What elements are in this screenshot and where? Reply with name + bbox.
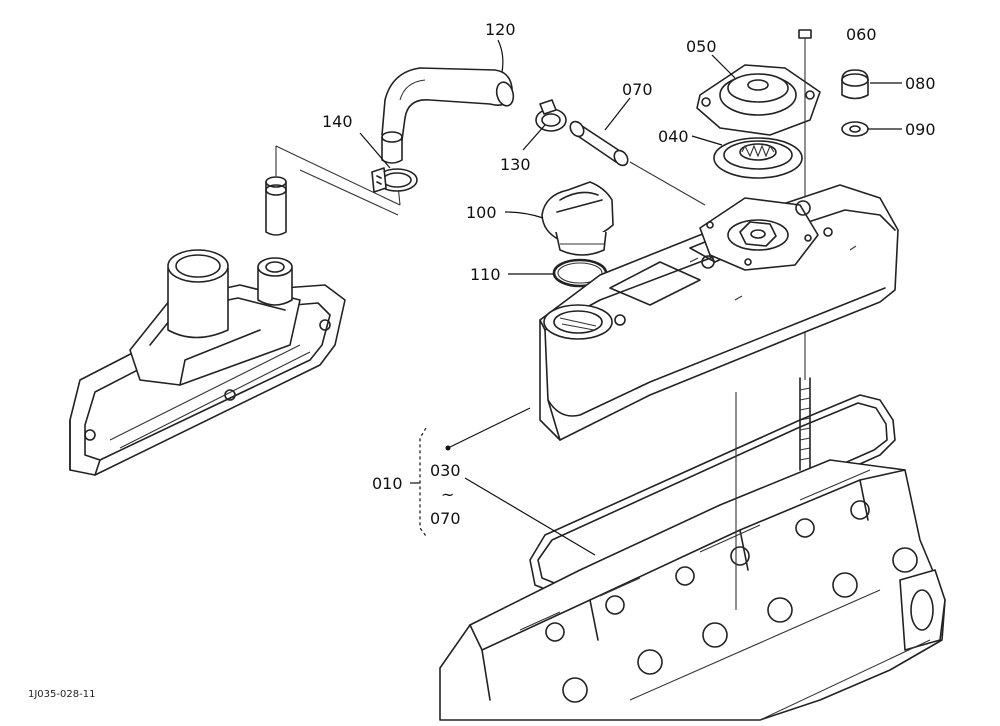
- label-120: 120: [485, 20, 516, 39]
- part-080-cap-nut: [841, 69, 869, 100]
- breather-tube-short: [265, 146, 287, 236]
- label-range-tilde: ~: [441, 485, 454, 504]
- cylinder-head-cover: [539, 184, 899, 441]
- label-070-range: 070: [430, 509, 461, 528]
- label-130: 130: [500, 155, 531, 174]
- label-090: 090: [905, 120, 936, 139]
- intake-manifold-drawing: [69, 249, 346, 476]
- part-100-filler-cap: [541, 181, 614, 256]
- label-070: 070: [622, 80, 653, 99]
- part-130-clamp: [535, 99, 567, 132]
- leader-lines: [359, 39, 902, 556]
- label-050: 050: [686, 37, 717, 56]
- label-140: 140: [322, 112, 353, 131]
- label-100: 100: [466, 203, 497, 222]
- reference-dot: [445, 445, 451, 451]
- cylinder-head-block: [439, 459, 946, 721]
- label-110: 110: [470, 265, 501, 284]
- part-050-breather-cover: [696, 64, 821, 136]
- part-040-diaphragm: [713, 137, 803, 179]
- label-060: 060: [846, 25, 877, 44]
- label-080: 080: [905, 74, 936, 93]
- label-010: 010: [372, 474, 403, 493]
- part-070-pipe: [569, 120, 706, 206]
- label-040: 040: [658, 127, 689, 146]
- part-090-washer: [841, 121, 869, 137]
- part-140-clamp: [371, 167, 418, 193]
- part-120-breather-hose: [381, 67, 515, 164]
- label-030: 030: [430, 461, 461, 480]
- drawing-code: 1J035-028-11: [28, 689, 95, 700]
